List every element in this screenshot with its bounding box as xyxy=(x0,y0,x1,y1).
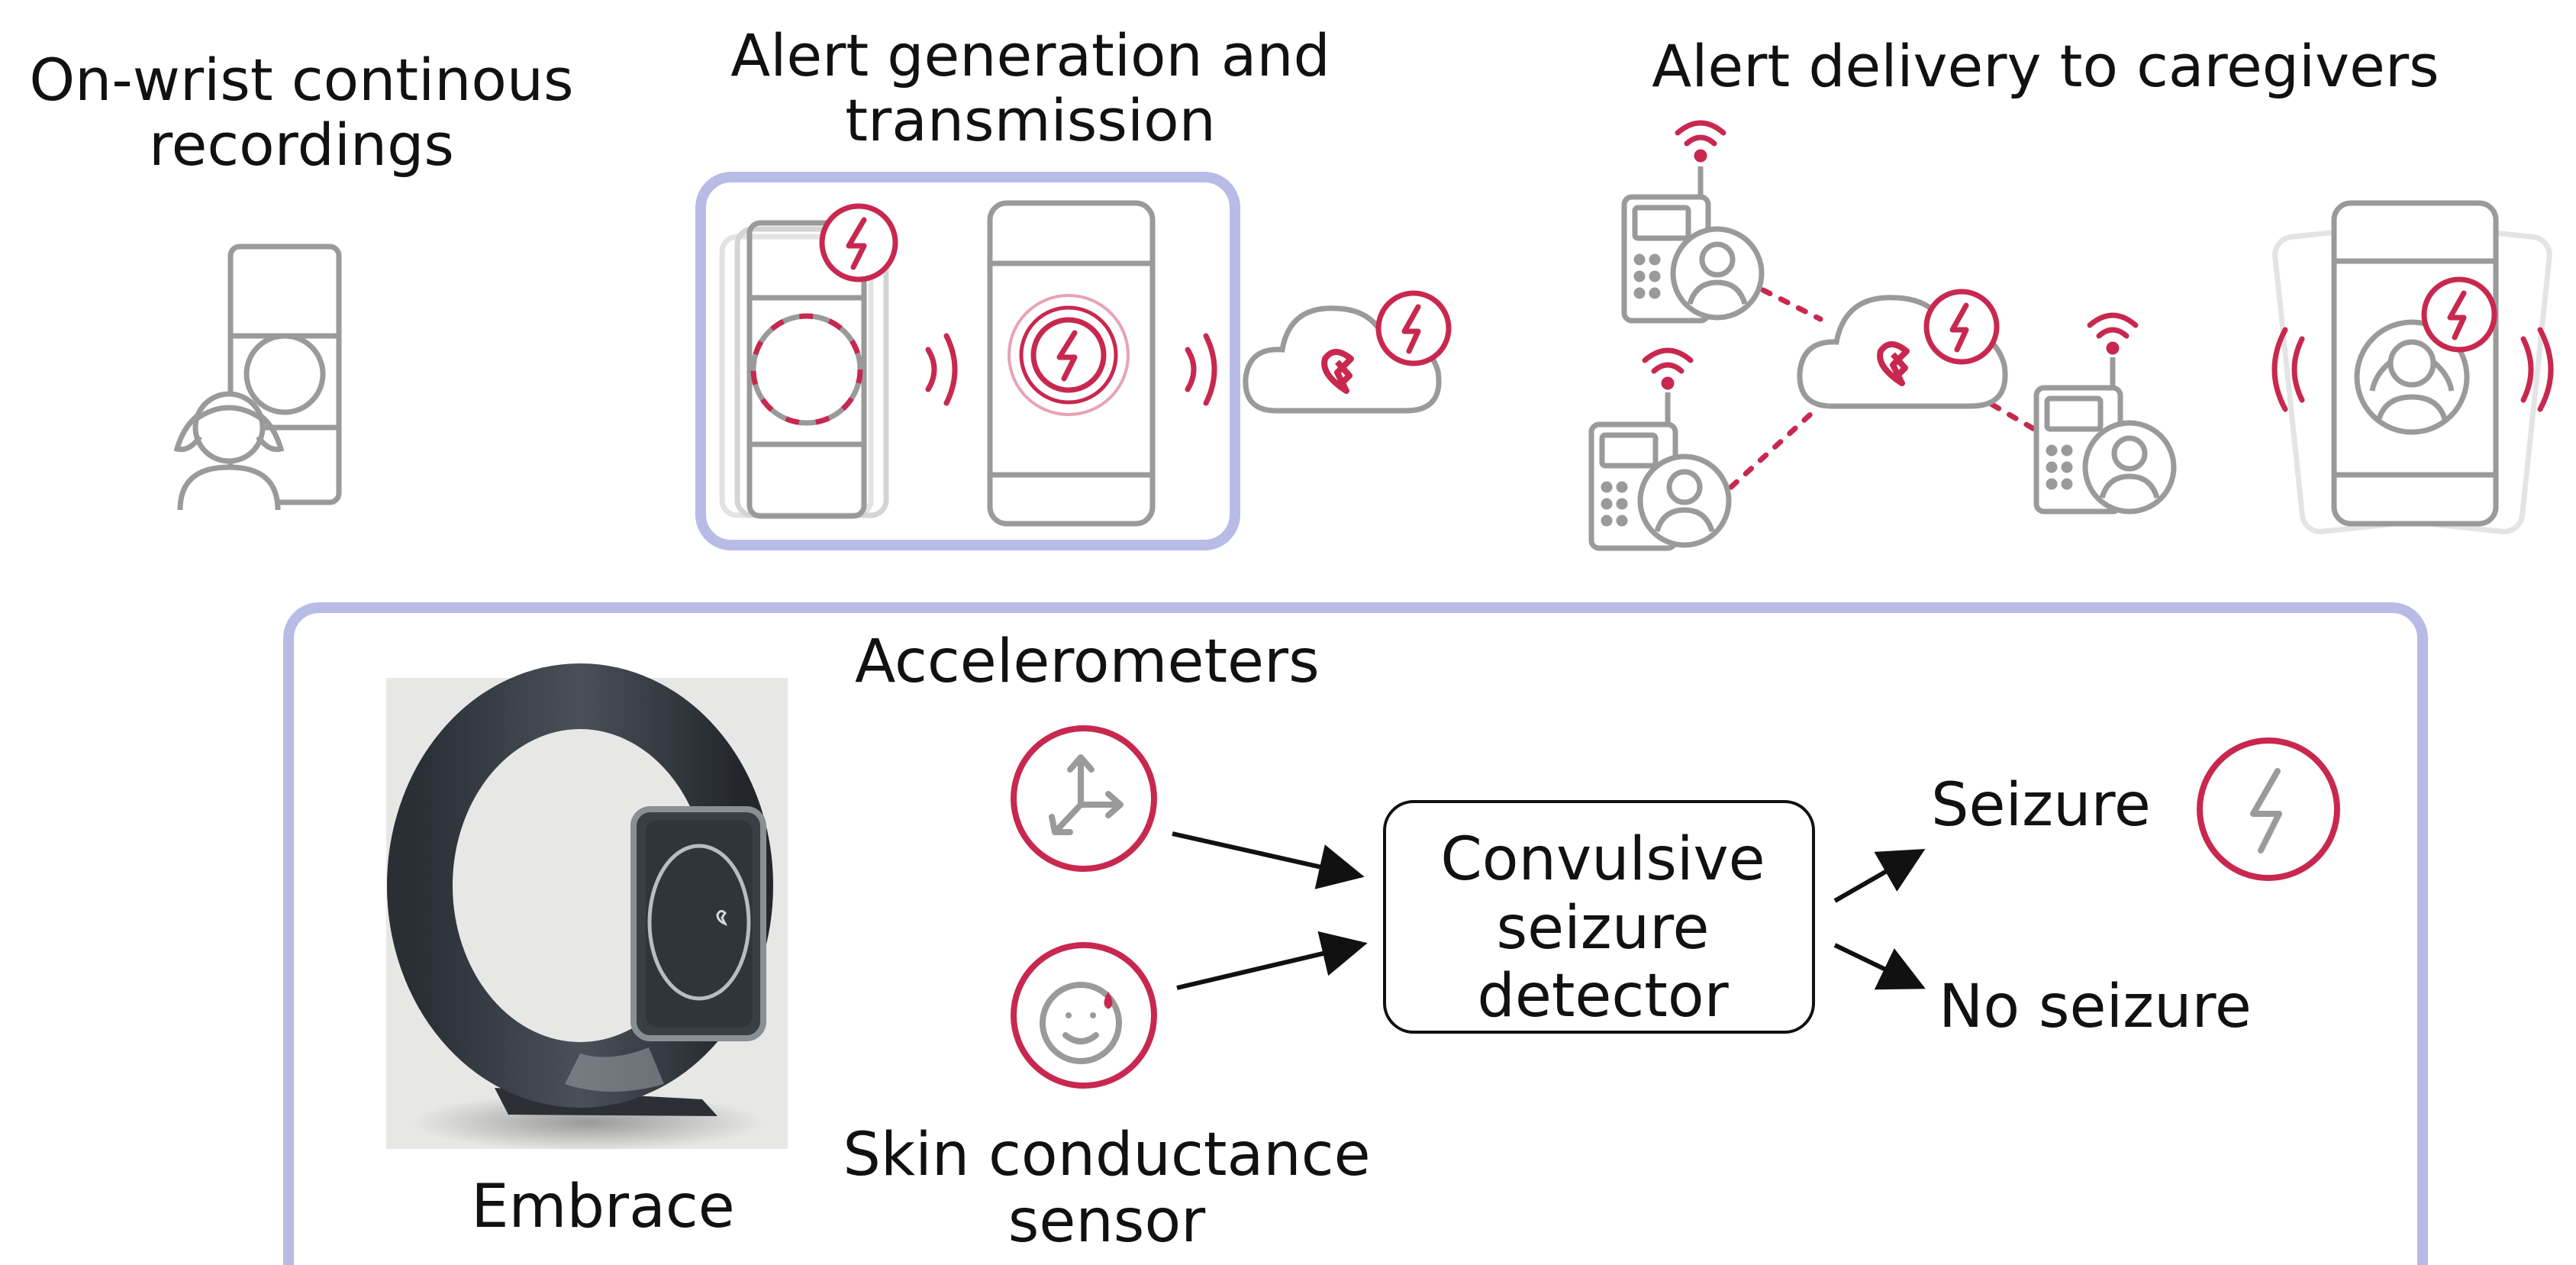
cloud-alert-icon xyxy=(1243,290,1452,414)
phone-alert-icon xyxy=(987,200,1156,527)
alert-generation-frame xyxy=(695,172,1240,550)
caregiver-alert-phone-icon xyxy=(2272,200,2552,534)
accelerometer-icon xyxy=(1011,725,1157,872)
skin-sensor-arrow xyxy=(1176,931,1368,990)
stage1-heading-line2: recordings xyxy=(149,111,454,179)
wrist-recording-icon xyxy=(173,244,342,511)
signal-waves-icon xyxy=(1185,333,1217,406)
stage3-heading: Alert delivery to caregivers xyxy=(1652,32,2439,100)
caregiver-phone-icon xyxy=(1588,392,1732,551)
skin-conductance-label: Skin conductance sensor xyxy=(840,1121,1374,1257)
caregiver-network-links xyxy=(1728,287,2037,490)
stage1-heading-line1: On-wrist continous xyxy=(29,46,574,114)
no-seizure-label: No seizure xyxy=(1939,973,2252,1041)
stage2-heading-line1: Alert generation and xyxy=(730,21,1330,89)
detector-line3: detector xyxy=(1477,962,1729,1031)
skin-conductance-icon xyxy=(1011,942,1157,1089)
embrace-detail-frame xyxy=(283,602,2428,1265)
stage2-heading-line2: transmission xyxy=(845,86,1216,155)
accelerometer-arrow xyxy=(1172,831,1365,889)
stage1-heading: On-wrist continous recordings xyxy=(15,47,588,177)
watch-alert-icon xyxy=(719,220,889,519)
wifi-signal-icon xyxy=(1675,120,1726,163)
skin-conductance-line1: Skin conductance xyxy=(843,1121,1371,1189)
stage2-heading: Alert generation and transmission xyxy=(710,23,1351,153)
signal-waves-icon xyxy=(925,333,958,406)
seizure-label: Seizure xyxy=(1931,771,2151,840)
skin-conductance-line2: sensor xyxy=(1008,1187,1206,1257)
detector-line1: Convulsive xyxy=(1440,825,1765,894)
seizure-detector-box xyxy=(1383,800,1815,1034)
wifi-signal-icon xyxy=(1642,347,1694,390)
watch-bolt-badge-icon xyxy=(819,203,898,282)
seizure-bolt-icon xyxy=(2197,737,2340,881)
vibration-waves-icon xyxy=(2271,327,2554,412)
cloud-alert-icon xyxy=(1797,289,2008,409)
wifi-signal-icon xyxy=(2087,312,2139,355)
accelerometers-label: Accelerometers xyxy=(855,628,1320,696)
embrace-label: Embrace xyxy=(471,1173,735,1241)
detector-label: Convulsive seizure detector xyxy=(1389,825,1817,1031)
caregiver-phone-icon xyxy=(1621,166,1765,324)
no-seizure-arrow xyxy=(1833,943,1926,990)
child-person-icon xyxy=(173,391,285,511)
detector-line2: seizure xyxy=(1496,893,1710,963)
caregiver-phone-icon xyxy=(2033,357,2177,515)
seizure-arrow xyxy=(1833,849,1926,903)
embrace-wristband-image xyxy=(386,663,788,1151)
